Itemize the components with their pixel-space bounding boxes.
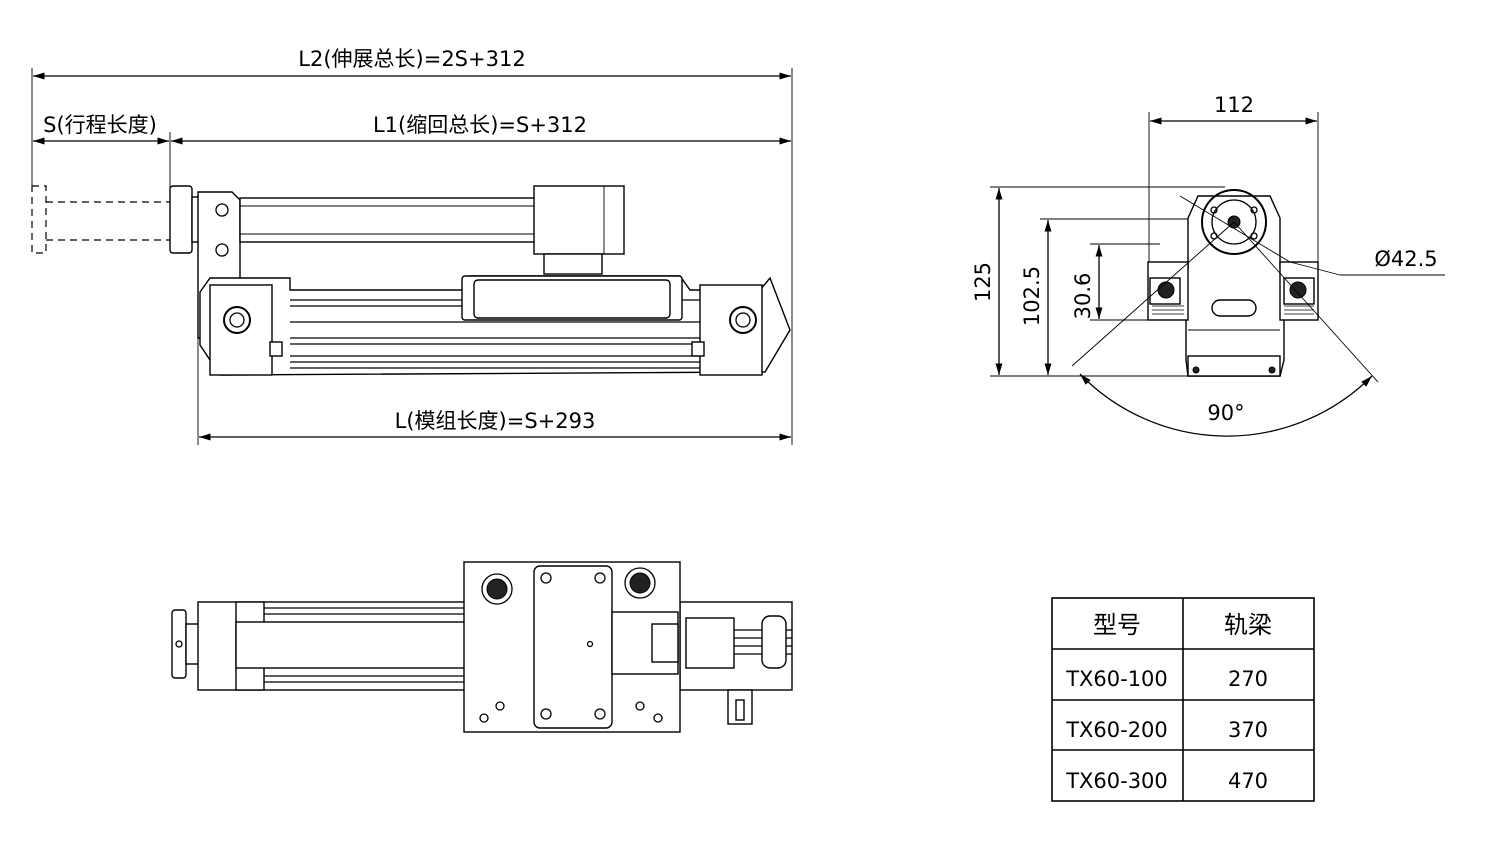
- height-102-5-label: 102.5: [1020, 266, 1044, 326]
- table-cell-beam: 470: [1228, 769, 1268, 793]
- height-30-6-label: 30.6: [1071, 273, 1095, 320]
- l-label: L(模组长度)=S+293: [395, 409, 596, 433]
- side-view: L2(伸展总长)=2S+312 S(行程长度) L1(缩回总长)=S+312 L…: [31, 47, 793, 445]
- table-cell-model: TX60-100: [1065, 667, 1168, 691]
- dimension-l2: L2(伸展总长)=2S+312: [33, 47, 791, 80]
- diameter-label: Ø42.5: [1374, 247, 1437, 271]
- dimension-l1: L1(缩回总长)=S+312: [171, 113, 791, 145]
- angle-label: 90°: [1207, 401, 1244, 425]
- extended-rod-ghost: [31, 185, 170, 254]
- dimension-s: S(行程长度): [33, 113, 169, 145]
- width-112-label: 112: [1214, 93, 1254, 117]
- table-header-beam: 轨梁: [1224, 611, 1272, 639]
- table-cell-model: TX60-300: [1065, 769, 1168, 793]
- spec-table: 型号 轨梁 TX60-100 270 TX60-200 370 TX60-300…: [1051, 597, 1315, 802]
- s-label: S(行程长度): [43, 113, 157, 137]
- right-rail: [1279, 261, 1319, 321]
- dimension-l: L(模组长度)=S+293: [199, 409, 791, 441]
- height-125-label: 125: [971, 262, 995, 302]
- table-cell-beam: 370: [1228, 718, 1268, 742]
- table-row: TX60-200 370: [1065, 718, 1268, 742]
- top-view: [171, 561, 793, 733]
- table-cell-model: TX60-200: [1065, 718, 1168, 742]
- table-row: TX60-100 270: [1065, 667, 1268, 691]
- table-row: TX60-300 470: [1065, 769, 1268, 793]
- l2-label: L2(伸展总长)=2S+312: [298, 47, 525, 71]
- table-cell-beam: 270: [1228, 667, 1268, 691]
- table-header-model: 型号: [1093, 611, 1141, 639]
- end-view: 112 125 102.5 30.6: [971, 93, 1445, 437]
- left-rail: [1147, 261, 1189, 321]
- l1-label: L1(缩回总长)=S+312: [373, 113, 587, 137]
